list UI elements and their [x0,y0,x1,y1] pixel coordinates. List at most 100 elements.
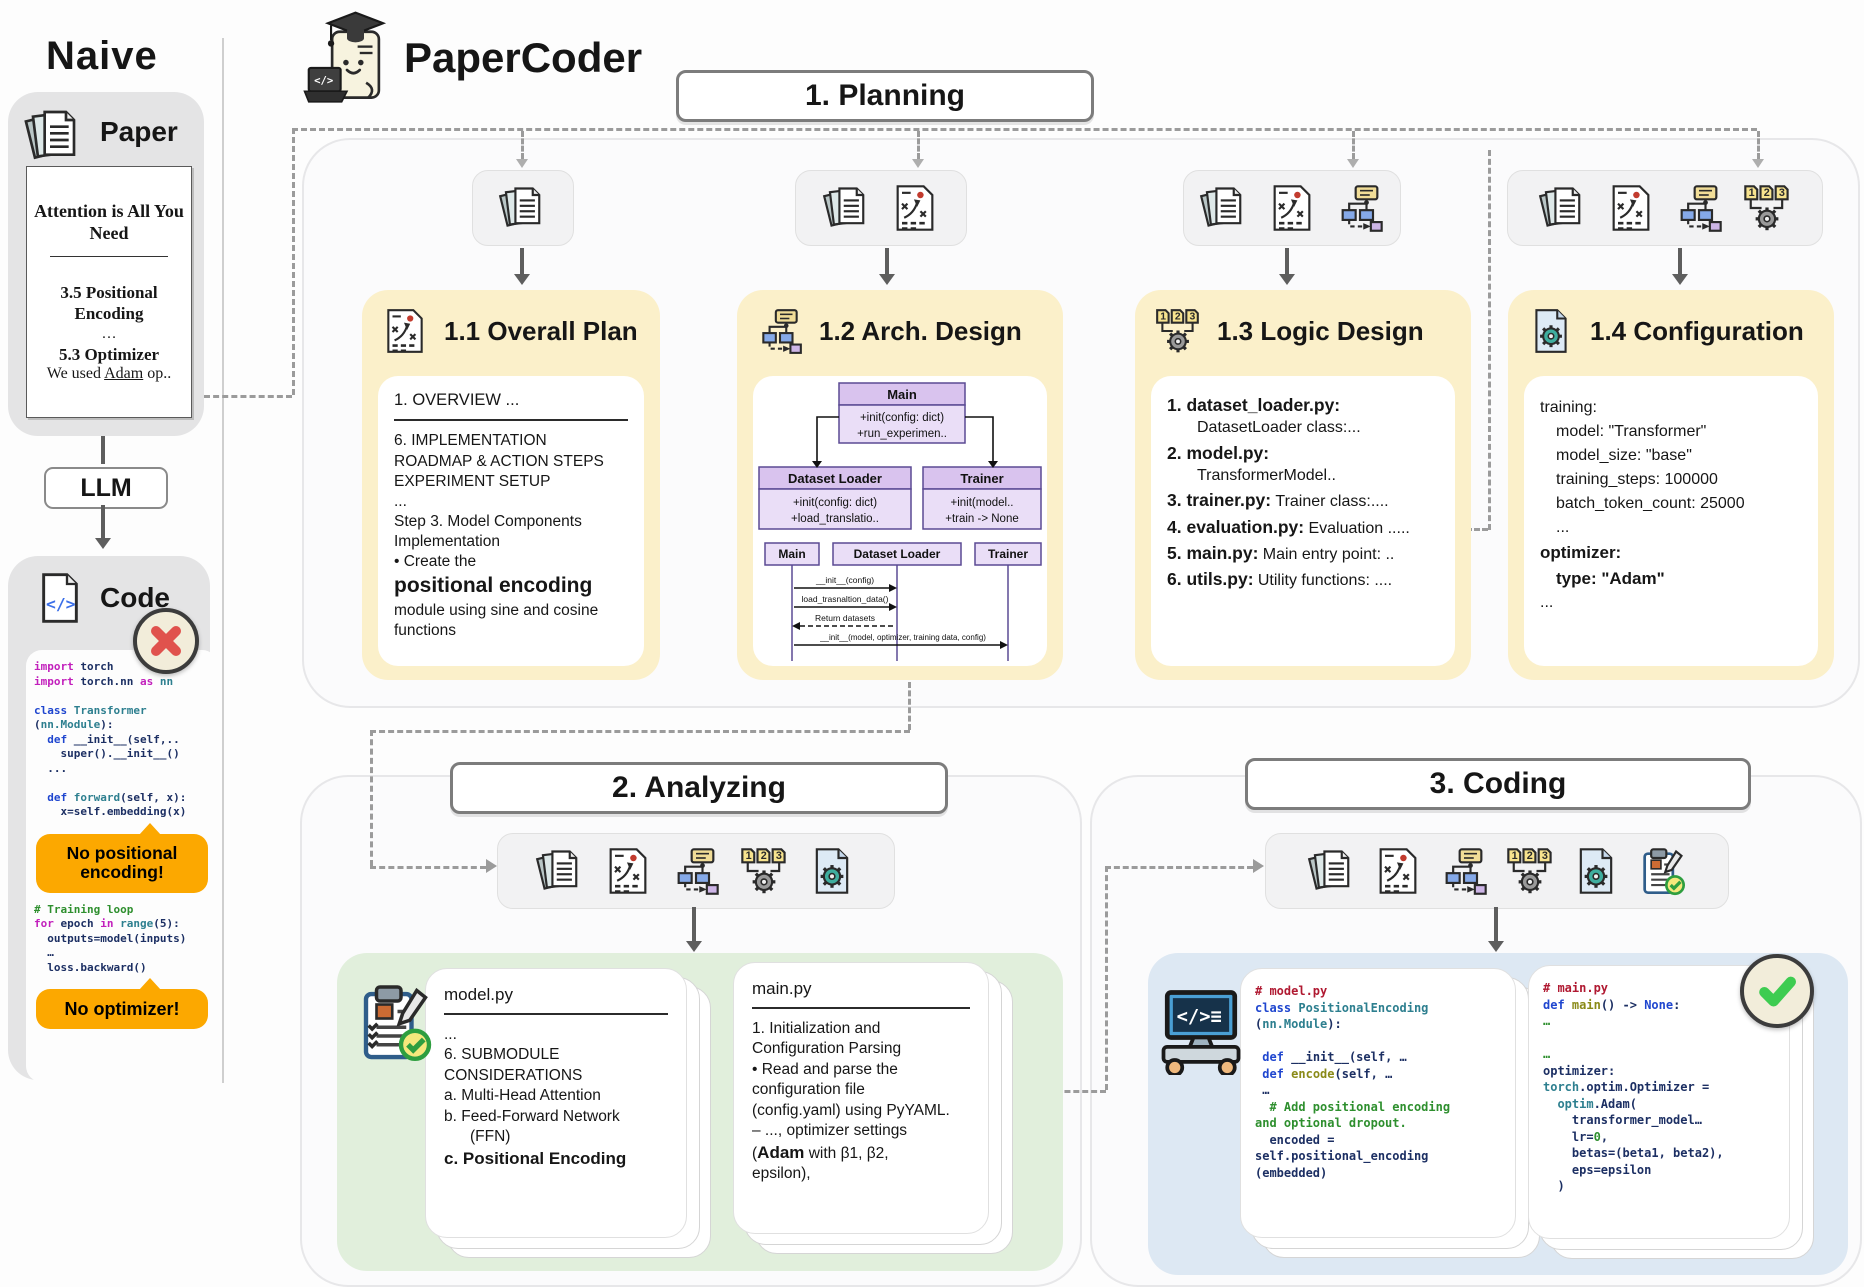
arch-icon [755,306,805,356]
plan-icon [1605,182,1657,234]
papers-icon [1198,182,1250,234]
planning-header: 1. Planning [676,70,1094,122]
paper-up-dash [292,128,295,395]
drop-arrowhead-2 [912,159,924,168]
analysis-line: – ..., optimizer settings [752,1122,908,1140]
overall-plan-inputs-tray [472,170,574,246]
overall-bullet: • Create the [394,553,477,571]
arrowhead-to-arch-design [879,274,895,285]
plan-icon [889,182,941,234]
analysis-line-positional-encoding: c. Positional Encoding [444,1148,627,1168]
papers-icon [534,845,586,897]
drop-arrowhead-3 [1347,159,1359,168]
svg-text:2: 2 [1764,187,1770,199]
overall-dots: ... [394,492,407,510]
stage-overall-plan: 1.1 Overall Plan 1. OVERVIEW ... 6. IMPL… [362,290,660,680]
plan-icon [380,306,430,356]
svg-text:1: 1 [1512,850,1518,862]
uml-class-dataset-loader: Dataset Loader [788,471,882,486]
coding-input-arrowhead [1253,859,1264,873]
planning-output-dash-h [370,730,910,733]
analyzing-header: 2. Analyzing [450,762,948,814]
arch-design-content: Main +init(config: dict) +run_experimen.… [753,376,1047,666]
arrow-to-logic-design [1285,248,1289,276]
overall-tail: module using sine and cosine functions [394,601,599,639]
papers-icon [1537,182,1589,234]
overall-overview: 1. OVERVIEW ... [394,391,520,409]
arch-icon [1334,182,1386,234]
arrowhead-to-analyzing [686,941,702,952]
stage-configuration: 1.4 Configuration training: model: "Tran… [1508,290,1834,680]
analysis-line-adam: (Adam with β1, β2, [752,1142,889,1162]
analysis-line: ... [444,1026,457,1043]
uml-trainer-m2: +train -> None [945,513,1019,525]
svg-text:3: 3 [776,850,782,862]
svg-text:</>: </> [314,74,333,87]
svg-text:3: 3 [1542,850,1548,862]
seq-head-main: Main [778,547,805,561]
stage-arch-design: 1.2 Arch. Design Main +init(config: dict… [737,290,1063,680]
arrow-to-analyzing [692,907,696,943]
yaml-line-optimizer: optimizer: [1540,543,1622,562]
separator-dash [1488,150,1491,530]
arrow-to-overall-plan [520,248,524,276]
papers-icon [497,182,549,234]
uml-trainer-m1: +init(model.. [951,497,1014,509]
analysis-line: • Read and parse the [752,1060,898,1078]
naive-title: Naive [46,34,158,78]
svg-text:</>≡: </>≡ [1177,1007,1222,1028]
analysis-line: 6. SUBMODULE [444,1046,560,1064]
svg-text:</>: </> [46,595,76,614]
arrowhead-to-coding [1488,941,1504,952]
brand-title: PaperCoder [404,34,643,81]
seq-msg-init-config: __init__(config) [815,575,874,585]
arrow-to-coding [1494,907,1498,943]
computer-icon: </>≡ [1156,985,1246,1077]
llm-to-code-arrow [101,505,105,539]
checklist-icon [352,980,436,1064]
drop-dash-4 [1757,131,1760,159]
uml-class-trainer: Trainer [960,471,1003,486]
llm-to-code-arrowhead [95,538,111,549]
error-x-icon [133,608,199,674]
configuration-title: 1.4 Configuration [1590,315,1804,346]
svg-text:2: 2 [1527,850,1533,862]
paper-document: Attention is All You Need 3.5 Positional… [26,166,192,418]
analysis-main-card: main.py 1. Initialization and Configurat… [733,962,989,1234]
overall-plan-content: 1. OVERVIEW ... 6. IMPLEMENTATION ROADMA… [378,376,644,666]
planning-input-dash [292,128,1757,131]
svg-text:1: 1 [1749,187,1755,199]
uml-main-m2: +run_experimen.. [857,428,947,440]
analysis-line: configuration file [752,1081,865,1099]
yaml-line: batch_token_count: 25000 [1556,495,1745,512]
paper-card: Paper Attention is All You Need 3.5 Posi… [8,92,204,436]
paper-output-dash [204,395,292,398]
yaml-line: training: [1540,399,1597,416]
uml-class-main: Main [887,387,917,402]
seq-head-trainer: Trainer [988,547,1028,561]
drop-dash-2 [917,131,920,159]
arch-design-title: 1.2 Arch. Design [819,315,1022,346]
analyzing-output-dash-h [1020,1090,1106,1093]
checklist-icon [1636,845,1688,897]
analysis-line: CONSIDERATIONS [444,1066,583,1084]
analysis-model-card-stack: model.py ... 6. SUBMODULE CONSIDERATIONS… [425,968,711,1258]
papers-icon [821,182,873,234]
analyzing-input-dash-h [370,866,486,869]
overall-rule [394,419,628,422]
analysis-line: b. Feed-Forward Network [444,1107,620,1125]
logic-design-title: 1.3 Logic Design [1217,315,1424,346]
paper-doc-rule [49,256,169,258]
